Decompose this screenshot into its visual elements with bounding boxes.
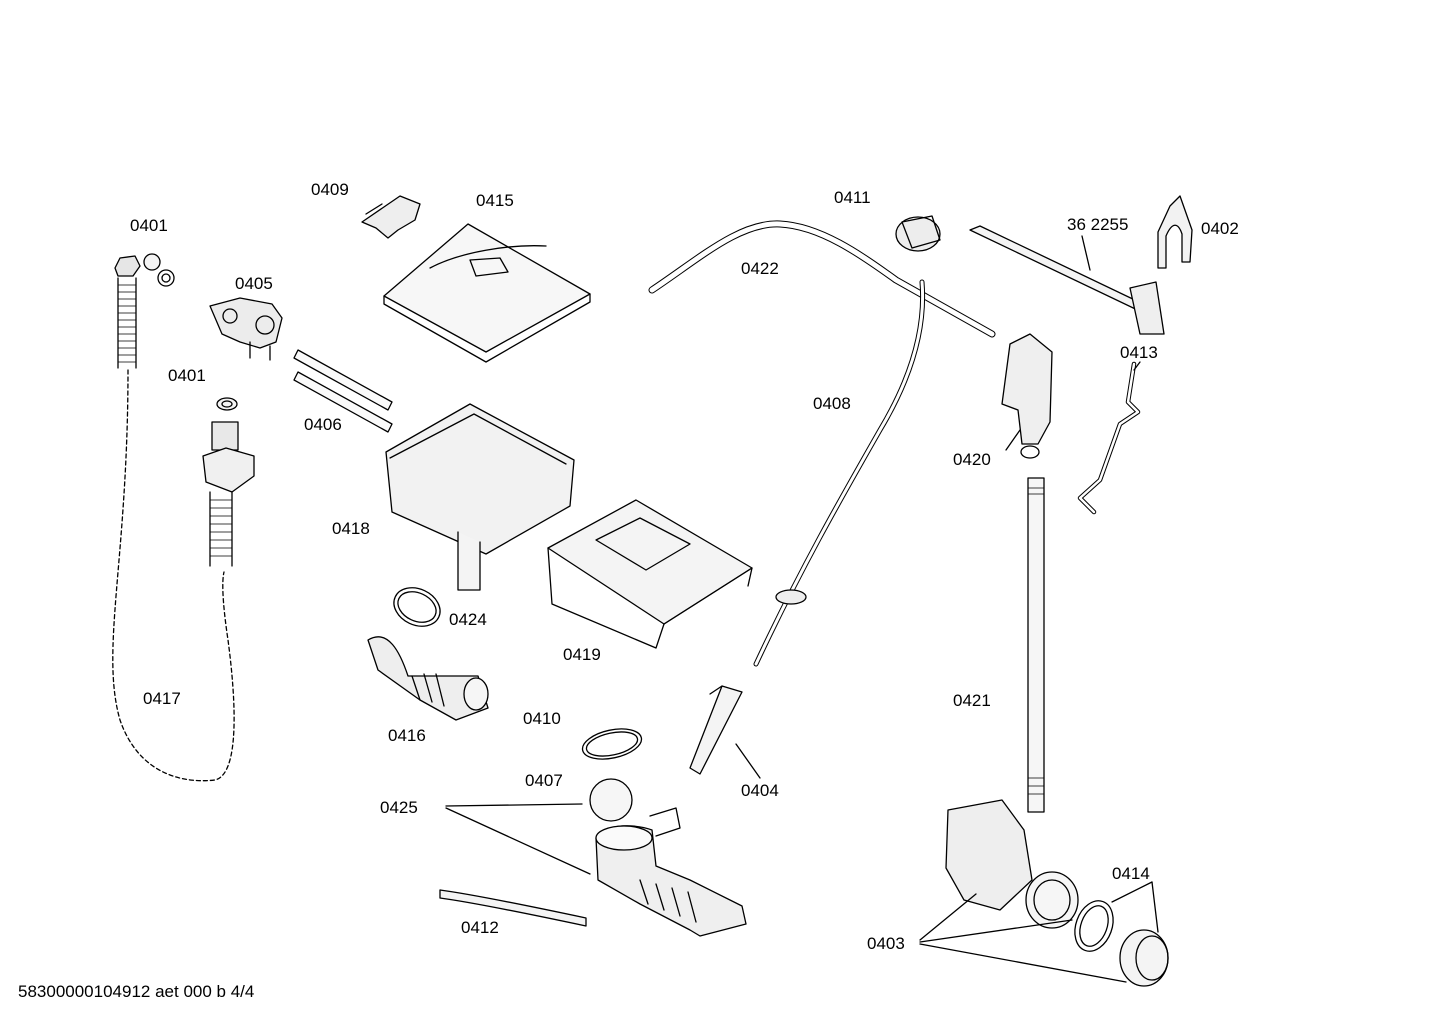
callout-0421: 0421 bbox=[953, 691, 991, 710]
ball-part bbox=[589, 778, 633, 822]
dispenser-frame-part bbox=[383, 223, 591, 363]
hanger-part bbox=[1157, 195, 1193, 269]
callout-0407: 0407 bbox=[525, 771, 563, 790]
callout-0408: 0408 bbox=[813, 394, 851, 413]
pump-seal-part bbox=[1074, 900, 1114, 952]
callout-0422: 0422 bbox=[741, 259, 779, 278]
callout-0410: 0410 bbox=[523, 709, 561, 728]
sump-hose-part bbox=[595, 807, 747, 937]
callout-0417: 0417 bbox=[143, 689, 181, 708]
drain-pump-part bbox=[945, 799, 1079, 929]
bent-rod-part bbox=[1077, 361, 1141, 515]
leader-0425a bbox=[445, 803, 583, 807]
callout-0405: 0405 bbox=[235, 274, 273, 293]
inlet-valve-part bbox=[209, 297, 283, 361]
leader-0403c bbox=[919, 943, 1127, 983]
leader-0403a bbox=[919, 893, 977, 941]
leader-0403b bbox=[919, 919, 1073, 943]
callout-0401-a: 0401 bbox=[130, 216, 168, 235]
capacitor-part bbox=[689, 685, 743, 775]
leader-0414b bbox=[1151, 881, 1159, 933]
ring-part bbox=[581, 728, 643, 760]
bracket-rail-part bbox=[969, 225, 1165, 335]
pressure-switch-part bbox=[895, 215, 941, 252]
callout-0416: 0416 bbox=[388, 726, 426, 745]
callout-0414: 0414 bbox=[1112, 864, 1150, 883]
callout-0415: 0415 bbox=[476, 191, 514, 210]
leader-0413 bbox=[1133, 361, 1141, 371]
drain-hose-part bbox=[1027, 477, 1045, 813]
rods-part bbox=[293, 349, 393, 433]
callout-0412: 0412 bbox=[461, 918, 499, 937]
callout-0404: 0404 bbox=[741, 781, 779, 800]
callout-0403: 0403 bbox=[867, 934, 905, 953]
dispenser-housing-part bbox=[385, 403, 575, 591]
callout-0402: 0402 bbox=[1201, 219, 1239, 238]
callout-0424: 0424 bbox=[449, 610, 487, 629]
callout-0411: 0411 bbox=[834, 188, 871, 207]
leader-362255 bbox=[1081, 235, 1091, 271]
bellows-hose-part bbox=[367, 636, 489, 721]
filter-part bbox=[1119, 929, 1169, 987]
hose-fitting-part bbox=[1001, 333, 1053, 459]
clip-part bbox=[361, 195, 421, 239]
detergent-drawer-part bbox=[547, 499, 753, 649]
callout-0401-b: 0401 bbox=[168, 366, 206, 385]
callout-0413: 0413 bbox=[1120, 343, 1158, 362]
callout-0419: 0419 bbox=[563, 645, 601, 664]
seal-ring-part bbox=[393, 587, 441, 627]
callout-0409: 0409 bbox=[311, 180, 349, 199]
pressure-tube-part bbox=[753, 279, 926, 667]
callout-0418: 0418 bbox=[332, 519, 370, 538]
callout-0420: 0420 bbox=[953, 450, 991, 469]
document-reference: 58300000104912 aet 000 b 4/4 bbox=[18, 982, 255, 1001]
leader-0420 bbox=[1005, 429, 1021, 451]
callout-362255: 36 2255 bbox=[1067, 215, 1129, 234]
long-hose-part bbox=[648, 220, 996, 338]
leader-0425b bbox=[445, 807, 591, 875]
leader-0404 bbox=[735, 743, 761, 779]
inlet-hose-part bbox=[112, 253, 235, 782]
small-hose-part bbox=[439, 889, 587, 927]
leader-0414a bbox=[1111, 881, 1153, 903]
callout-0425: 0425 bbox=[380, 798, 418, 817]
callout-0406: 0406 bbox=[304, 415, 342, 434]
inlet-hose-lower-part bbox=[202, 397, 255, 567]
